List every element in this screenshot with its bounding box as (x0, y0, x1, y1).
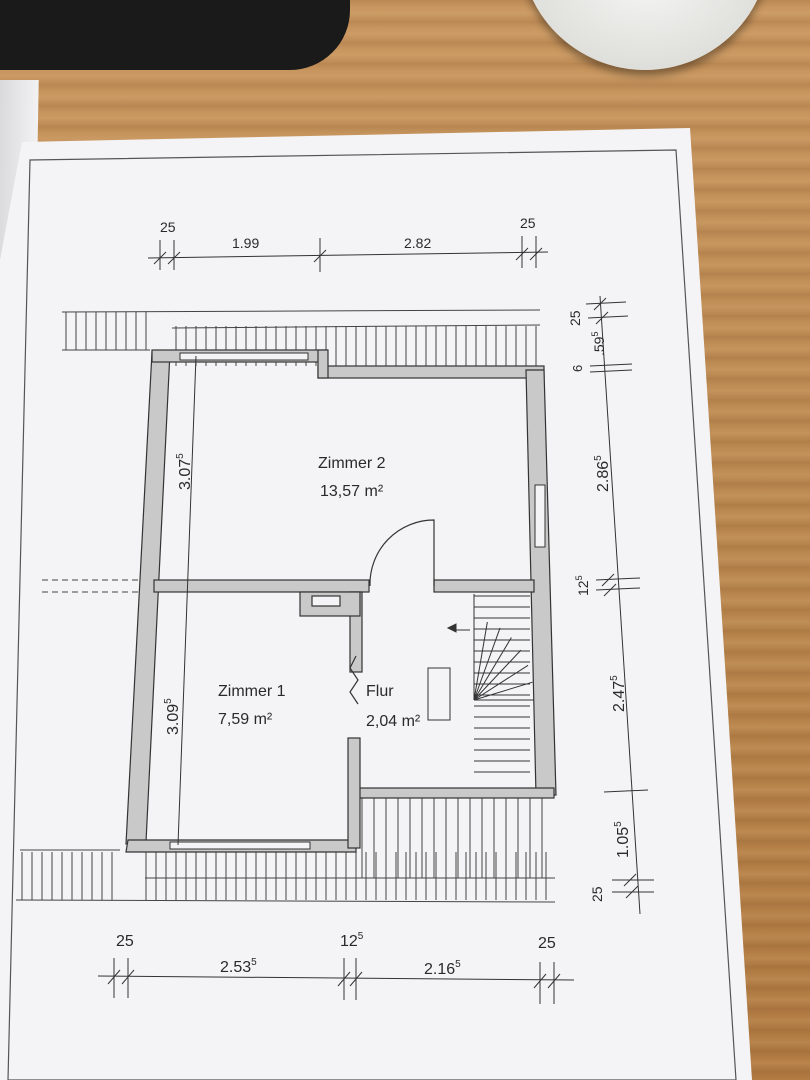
dim-line-left-inner (177, 355, 197, 846)
staircase (427, 594, 534, 773)
dim-top-seg2: 2.82 (404, 235, 431, 251)
roof-hatch-top (61, 309, 541, 366)
dim-bottom (97, 958, 575, 1004)
dim-top (147, 236, 549, 272)
dim-right-b: 6 (570, 365, 585, 372)
stair-winder (473, 664, 529, 701)
dim-right-bottom: 25 (589, 886, 605, 902)
dim-bottom-left-wall: 25 (116, 933, 134, 950)
room-zimmer2-name: Zimmer 2 (318, 455, 386, 472)
dim-top-left-wall: 25 (160, 219, 176, 235)
stair-winder (473, 621, 488, 701)
dim-bottom-seg2: 2.165 (424, 959, 461, 978)
stair-winder (473, 649, 522, 701)
room-zimmer1-area: 7,59 m² (218, 711, 273, 728)
dark-object (0, 0, 350, 70)
dim-right-top: 25 (567, 310, 583, 326)
dim-right-c: 2.865 (593, 455, 612, 492)
dim-bottom-right-wall: 25 (538, 935, 556, 952)
windows (169, 352, 546, 850)
door-swing (369, 519, 435, 587)
room-flur-area: 2,04 m² (366, 713, 421, 730)
dim-right (585, 295, 654, 915)
dim-left-lower: 3.095 (163, 698, 182, 735)
stair-winder (473, 627, 501, 701)
stair-winder (473, 681, 533, 701)
dim-right-d: 125 (574, 575, 591, 596)
dim-right-f: 1.055 (613, 821, 632, 858)
paper-page (0, 128, 752, 1080)
dim-left-upper: 3.075 (175, 453, 194, 490)
room-zimmer1-name: Zimmer 1 (218, 683, 286, 700)
roof-hatch-bottom (15, 798, 556, 903)
dim-bottom-seg1: 2.535 (220, 957, 257, 976)
flur-zigzag (349, 655, 359, 705)
stair-winder (473, 637, 512, 701)
room-zimmer2-area: 13,57 m² (320, 483, 384, 500)
room-flur-name: Flur (366, 683, 394, 700)
dim-right-a: .595 (590, 332, 607, 356)
roof-hatch-left (42, 579, 138, 593)
dim-bottom-mid: 125 (340, 931, 364, 950)
dim-right-e: 2.475 (609, 675, 628, 712)
dim-top-seg1: 1.99 (232, 235, 259, 251)
dim-top-right-wall: 25 (520, 215, 536, 231)
paper-border (7, 149, 737, 1080)
